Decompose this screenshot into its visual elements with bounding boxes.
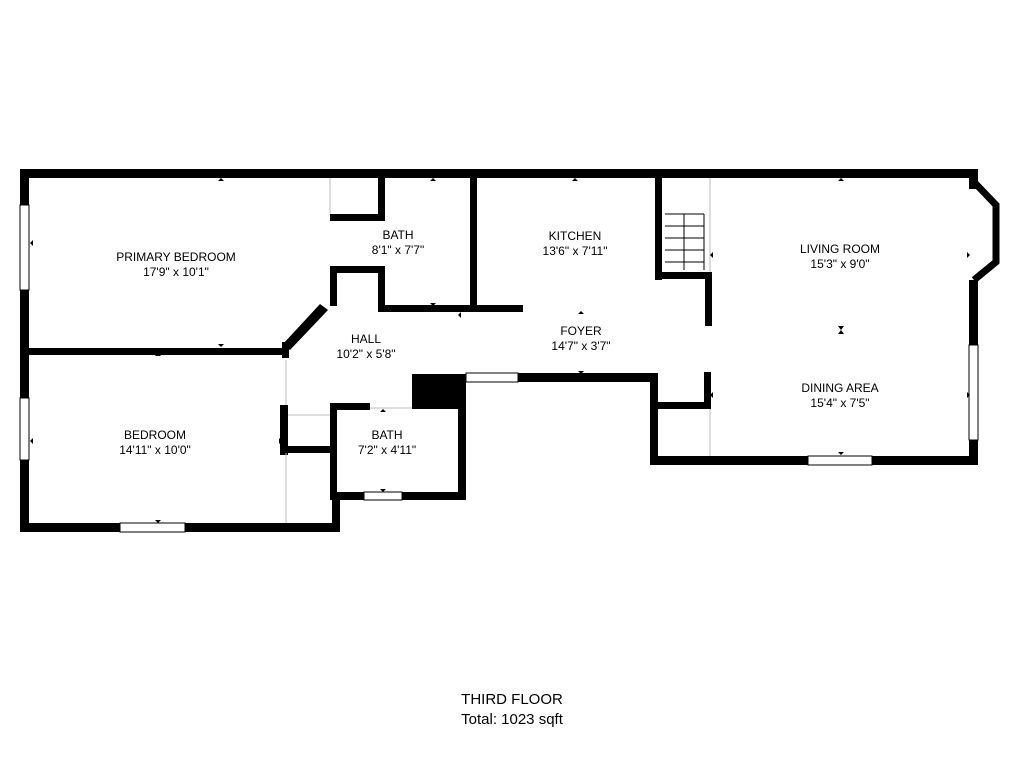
room-name: FOYER: [560, 324, 602, 338]
room-living-room: LIVING ROOM 15'3" x 9'0": [800, 242, 880, 272]
room-dimensions: 13'6" x 7'11": [542, 244, 608, 258]
exterior-walls: [20, 169, 978, 532]
room-hall: HALL 10'2" x 5'8": [336, 332, 395, 362]
total-area: Total: 1023 sqft: [461, 711, 563, 728]
room-dimensions: 14'7" x 3'7": [551, 339, 611, 353]
bay-window: [971, 179, 1000, 283]
room-dimensions: 8'1" x 7'7": [371, 243, 425, 257]
room-bath-lower: BATH 7'2" x 4'11": [358, 428, 416, 458]
room-bath-upper: BATH 8'1" x 7'7": [372, 228, 424, 258]
room-kitchen: KITCHEN 13'6" x 7'11": [543, 229, 608, 259]
room-name: KITCHEN: [548, 229, 602, 243]
room-primary-bedroom: PRIMARY BEDROOM 17'9" x 10'1": [116, 250, 236, 280]
room-bedroom: BEDROOM 14'11" x 10'0": [119, 428, 191, 458]
floor-name: THIRD FLOOR: [461, 691, 563, 708]
room-dimensions: 15'3" x 9'0": [810, 257, 870, 271]
room-name: HALL: [350, 332, 382, 346]
interior-walls: [20, 178, 712, 500]
dimension-markers: [30, 178, 970, 523]
door-openings: [285, 178, 711, 523]
room-name: LIVING ROOM: [799, 242, 881, 256]
room-dimensions: 10'2" x 5'8": [336, 347, 396, 361]
room-name: BEDROOM: [123, 428, 187, 442]
windows: [19, 204, 979, 533]
room-name: BATH: [382, 228, 414, 242]
room-name: BATH: [371, 428, 403, 442]
room-dimensions: 7'2" x 4'11": [357, 443, 417, 457]
room-dimensions: 14'11" x 10'0": [119, 443, 191, 457]
room-name: PRIMARY BEDROOM: [116, 250, 236, 264]
room-foyer: FOYER 14'7" x 3'7": [551, 324, 610, 354]
plan-footer: THIRD FLOOR Total: 1023 sqft: [461, 690, 563, 730]
room-dining-area: DINING AREA 15'4" x 7'5": [801, 381, 878, 411]
room-dimensions: 15'4" x 7'5": [810, 396, 870, 410]
room-dimensions: 17'9" x 10'1": [143, 265, 209, 279]
stairs: [665, 213, 705, 270]
room-name: DINING AREA: [801, 381, 879, 395]
